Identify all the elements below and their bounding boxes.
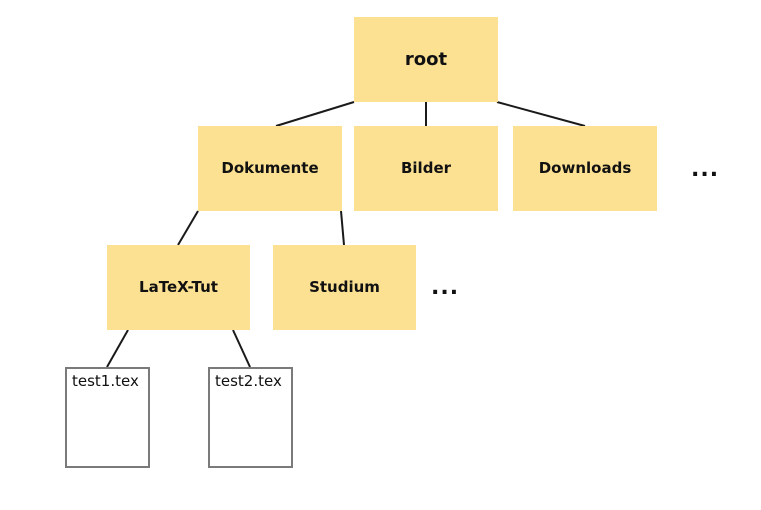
node-label: Bilder: [400, 159, 452, 177]
folder-node-downloads[interactable]: Downloads: [513, 126, 657, 211]
node-label: test1.tex: [72, 372, 139, 390]
ellipsis-level2: ...: [691, 157, 720, 182]
node-label: Studium: [309, 278, 380, 296]
folder-node-studium[interactable]: Studium: [273, 245, 416, 330]
folder-node-root[interactable]: root: [354, 17, 498, 102]
node-label: LaTeX-Tut: [139, 278, 218, 296]
node-label: test2.tex: [215, 372, 282, 390]
edge-dokumente-to-latex-tut: [177, 210, 199, 246]
edge-root-to-downloads: [496, 101, 586, 127]
edge-latex-tut-to-test2: [232, 329, 251, 368]
ellipsis-level3: ...: [431, 275, 460, 300]
edge-dokumente-to-studium: [340, 210, 345, 246]
node-label: Downloads: [538, 159, 632, 177]
folder-node-dokumente[interactable]: Dokumente: [198, 126, 342, 211]
node-label: root: [404, 48, 448, 70]
node-label: Dokumente: [221, 159, 319, 177]
folder-node-latex-tut[interactable]: LaTeX-Tut: [107, 245, 250, 330]
edge-root-to-dokumente: [275, 101, 355, 127]
folder-node-bilder[interactable]: Bilder: [354, 126, 498, 211]
edge-latex-tut-to-test1: [106, 329, 129, 368]
file-node-test1[interactable]: test1.tex: [65, 367, 150, 468]
file-node-test2[interactable]: test2.tex: [208, 367, 293, 468]
